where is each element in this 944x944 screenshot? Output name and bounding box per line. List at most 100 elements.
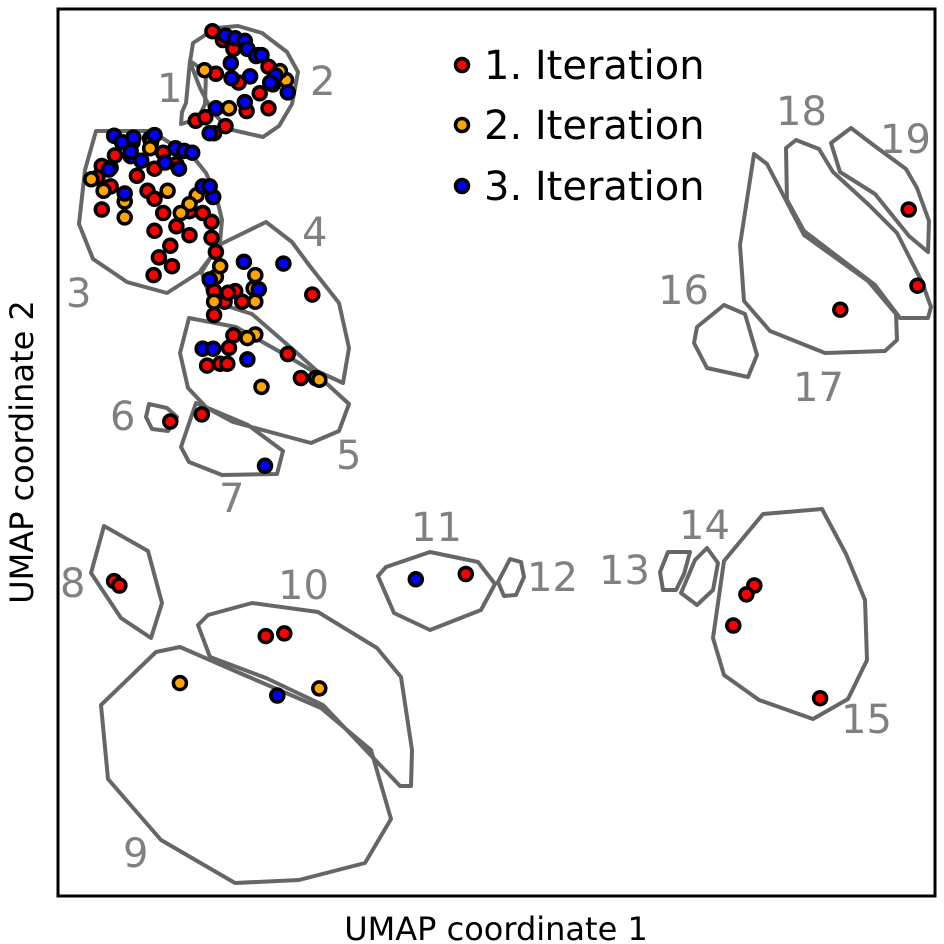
point-iteration-1-45 [205, 306, 223, 324]
point-iteration-1-50 [220, 339, 238, 357]
cluster-hull-19 [829, 126, 931, 254]
point-iteration-3-38 [239, 351, 256, 368]
point-iteration-1-52 [198, 357, 216, 374]
point-iteration-3-23 [100, 161, 118, 178]
point-iteration-3-11 [279, 84, 297, 101]
point-iteration-1-29 [168, 218, 185, 235]
point-iteration-3-33 [275, 255, 292, 272]
point-iteration-3-6 [222, 54, 240, 72]
point-iteration-3-17 [125, 129, 142, 146]
cluster-hull-11 [376, 550, 497, 632]
point-iteration-1-65 [738, 586, 755, 603]
cluster-hull-18 [784, 138, 933, 320]
point-iteration-3-12 [207, 100, 225, 117]
point-iteration-1-70 [909, 277, 926, 294]
point-iteration-2-17 [247, 266, 264, 284]
point-iteration-1-24 [128, 167, 146, 185]
point-iteration-3-40 [122, 143, 140, 161]
point-iteration-1-63 [457, 565, 475, 583]
cluster-label-5: 5 [336, 433, 361, 479]
point-iteration-2-8 [95, 182, 112, 200]
point-iteration-2-27 [311, 680, 328, 697]
point-iteration-2-24 [311, 371, 328, 389]
point-iteration-1-47 [233, 293, 251, 310]
point-iteration-3-13 [236, 93, 254, 111]
cluster-label-13: 13 [599, 548, 650, 594]
cluster-label-19: 19 [880, 117, 931, 163]
point-iteration-2-4 [220, 100, 238, 117]
cluster-label-11: 11 [411, 505, 462, 551]
point-iteration-3-26 [170, 160, 188, 177]
point-iteration-2-26 [171, 674, 189, 692]
point-iteration-1-28 [154, 204, 172, 222]
point-iteration-1-58 [162, 413, 179, 430]
point-iteration-3-14 [201, 124, 218, 142]
point-iteration-1-26 [93, 201, 111, 218]
legend-marker-iteration-1 [453, 56, 471, 74]
point-iteration-1-67 [811, 689, 829, 707]
plot-frame [56, 7, 937, 898]
point-iteration-1-38 [163, 257, 181, 275]
cluster-hull-6 [144, 402, 179, 433]
point-iteration-2-10 [159, 182, 176, 200]
cluster-label-9: 9 [123, 831, 148, 877]
point-iteration-1-39 [207, 243, 225, 261]
cluster-label-3: 3 [66, 271, 91, 317]
point-iteration-1-48 [304, 286, 321, 303]
point-iteration-3-35 [250, 281, 268, 298]
cluster-hull-5 [178, 316, 351, 445]
cluster-label-14: 14 [679, 503, 730, 549]
point-iteration-3-10 [261, 74, 279, 91]
point-iteration-1-35 [181, 226, 198, 244]
cluster-hull-2 [188, 24, 300, 139]
point-iteration-1-34 [162, 237, 179, 255]
point-iteration-3-32 [235, 253, 253, 271]
cluster-label-10: 10 [278, 563, 329, 609]
legend-marker-iteration-3 [453, 177, 471, 195]
point-iteration-1-36 [203, 229, 220, 247]
point-iteration-3-31 [201, 178, 218, 195]
cluster-hull-10 [196, 601, 414, 788]
point-iteration-2-13 [172, 204, 190, 222]
point-iteration-2-0 [196, 61, 213, 79]
cluster-hull-9 [99, 645, 393, 885]
point-iteration-1-14 [217, 117, 234, 135]
point-iteration-2-25 [253, 378, 270, 396]
cluster-label-12: 12 [527, 555, 578, 601]
cluster-label-17: 17 [793, 365, 844, 411]
point-iteration-3-9 [223, 69, 240, 87]
cluster-label-8: 8 [60, 561, 85, 607]
cluster-label-1: 1 [157, 66, 182, 112]
point-iteration-2-14 [116, 209, 133, 226]
point-iteration-3-27 [183, 144, 201, 161]
point-iteration-1-61 [257, 627, 275, 645]
point-iteration-1-54 [219, 355, 236, 373]
point-iteration-3-7 [241, 68, 259, 85]
legend-marker-iteration-2 [453, 116, 471, 134]
point-iteration-2-6 [141, 140, 159, 157]
point-iteration-2-20 [205, 293, 223, 310]
point-iteration-1-46 [219, 284, 237, 302]
cluster-label-7: 7 [219, 476, 244, 522]
cluster-label-16: 16 [658, 268, 709, 314]
point-iteration-3-24 [133, 152, 150, 169]
point-iteration-1-56 [292, 369, 310, 387]
point-iteration-1-33 [146, 222, 163, 240]
point-iteration-1-32 [203, 213, 220, 231]
point-iteration-1-55 [279, 345, 297, 363]
cluster-hull-16 [692, 303, 759, 379]
point-iteration-1-69 [900, 201, 917, 218]
cluster-label-15: 15 [841, 697, 892, 743]
cluster-label-18: 18 [776, 89, 827, 135]
point-iteration-3-41 [407, 571, 425, 588]
cluster-hull-7 [179, 401, 285, 477]
point-iteration-3-42 [269, 687, 286, 704]
data-points [83, 22, 926, 707]
point-iteration-1-27 [146, 190, 163, 208]
point-iteration-1-8 [251, 85, 268, 102]
point-iteration-3-37 [204, 340, 222, 357]
cluster-label-6: 6 [110, 394, 135, 440]
point-iteration-2-16 [211, 257, 229, 275]
point-iteration-1-10 [260, 100, 277, 117]
